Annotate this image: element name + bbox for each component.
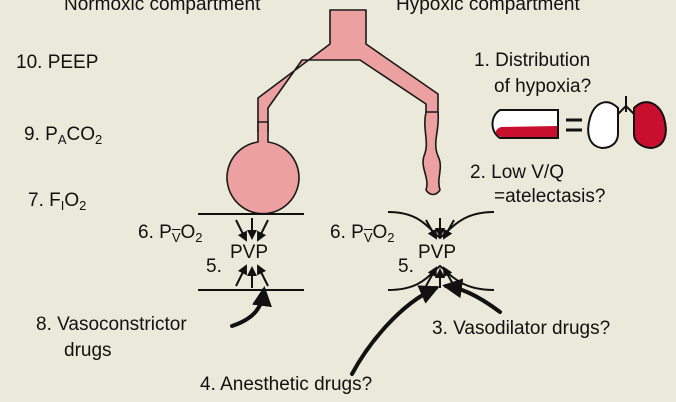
normoxic-arrow	[235, 264, 247, 287]
right-lung-icon	[633, 101, 667, 150]
hypoxic-pvp-label: PVP	[418, 242, 457, 263]
paco2-sub: A	[57, 132, 67, 147]
fio2-main: 7. F	[28, 190, 61, 211]
vasoconstrictor-label-line2: drugs	[64, 340, 112, 361]
hypoxic-pvo2-main: 6. P	[330, 222, 364, 243]
normoxic-pvo2-sub2: 2	[195, 230, 203, 245]
hypoxic-capillary	[387, 211, 495, 291]
hypoxic-arrow	[425, 219, 437, 240]
normoxic-capillary	[198, 213, 304, 291]
lung-slice-red	[495, 126, 557, 137]
hypoxic-vessel-wall-top	[387, 211, 495, 240]
fio2-rest: O	[64, 190, 80, 211]
normoxic-pvp-label: PVP	[230, 242, 269, 263]
hypoxic-pvo2-label: 6. PVO2	[330, 222, 395, 249]
normoxic-compartment-title: Normoxic compartment	[64, 0, 261, 15]
paco2-main: 9. P	[24, 124, 58, 145]
normoxic-pvp-number: 5.	[206, 256, 222, 277]
trachea-icon	[617, 96, 635, 115]
distribution-label-line1: 1. Distribution	[474, 50, 591, 71]
normoxic-pvo2-main: 6. P	[138, 222, 172, 243]
hypoxic-pvo2-rest: O	[372, 222, 388, 243]
fio2-sub2: 2	[79, 198, 87, 213]
normoxic-arrow	[257, 264, 269, 287]
normoxic-alveolus	[226, 121, 300, 215]
hypoxic-pvp-number: 5.	[398, 256, 414, 277]
low-vq-label-line1: 2. Low V/Q	[470, 162, 564, 183]
hypoxic-compartment-title: Hypoxic compartment	[396, 0, 580, 15]
hypoxic-arrow	[425, 266, 437, 287]
normoxic-arrow	[257, 219, 269, 242]
fio2-sub: I	[60, 198, 65, 213]
hypoxic-pvo2-sub2: 2	[387, 230, 395, 245]
vasodilator-label: 3. Vasodilator drugs?	[432, 318, 611, 339]
paco2-sub2: 2	[94, 132, 103, 147]
vasoconstrictor-label-line1: 8. Vasoconstrictor	[36, 314, 187, 335]
hypoxic-collapsed-alveolus	[422, 111, 442, 196]
distribution-label-line2: of hypoxia?	[494, 76, 592, 97]
hypoxic-vessel-wall-bottom	[387, 264, 495, 291]
peep-label: 10. PEEP	[16, 52, 99, 73]
paco2-label: 9. PACO2	[24, 124, 102, 151]
vasoconstrictor-arrow	[230, 286, 272, 328]
fio2-label: 7. FIO2	[28, 190, 86, 217]
low-vq-label-line2: =atelectasis?	[494, 186, 606, 207]
normoxic-pvo2-label: 6. PVO2	[138, 222, 203, 249]
anesthetic-label: 4. Anesthetic drugs?	[200, 374, 373, 395]
vasodilator-arrow	[442, 278, 502, 314]
left-lung-icon	[587, 101, 619, 150]
hypoxic-pvo2-sub: V	[363, 230, 373, 245]
pulmonary-vessel-tree	[226, 9, 442, 215]
anesthetic-arrow	[350, 285, 440, 376]
pulmonary-artery-trunk	[257, 9, 439, 133]
normoxic-arrow	[235, 219, 247, 242]
hypoxic-arrow	[443, 219, 455, 240]
lung-icon	[491, 96, 667, 150]
paco2-rest: CO	[66, 124, 95, 145]
normoxic-pvo2-sub: V	[171, 230, 181, 245]
normoxic-pvo2-rest: O	[180, 222, 196, 243]
